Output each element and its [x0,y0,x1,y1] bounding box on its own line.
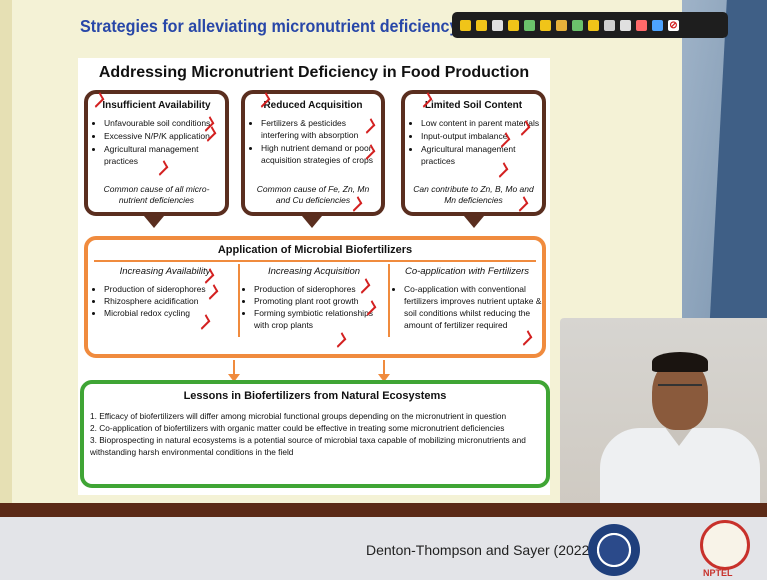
close-icon[interactable]: ⊘ [668,19,679,31]
list-item: 1. Efficacy of biofertilizers will diffe… [90,411,507,421]
shape-icon[interactable] [524,19,535,31]
lessons-title: Lessons in Biofertilizers from Natural E… [183,390,447,402]
footer-divider [0,503,767,517]
application-column-coapplication: Co-application with Fertilizers Co-appli… [392,264,542,331]
list-item: Production of siderophores [104,283,238,295]
lessons-list: 1. Efficacy of biofertilizers will diffe… [90,410,540,458]
list-item: Agricultural management practices [104,143,225,167]
undo-icon[interactable] [652,19,663,31]
column-heading: Co-application with Fertilizers [404,266,530,277]
slide-left-bar [0,0,12,505]
list-item: Co-application with conventional fertili… [404,283,542,331]
citation-text: Denton-Thompson and Sayer (2022) [366,542,595,558]
text-icon[interactable] [604,19,615,31]
divider [94,260,536,262]
list-item: Forming symbiotic relationships with cro… [254,307,386,331]
lessons-box: Lessons in Biofertilizers from Natural E… [80,380,550,488]
problem-note: Common cause of Fe, Zn, Mn and Cu defici… [256,184,370,205]
diagram-figure: Addressing Micronutrient Deficiency in F… [78,58,550,495]
nptel-logo-icon [700,520,750,570]
iit-logo-icon [588,524,640,576]
arrow-down-icon [228,360,240,382]
marker-icon[interactable] [540,19,551,31]
presenter-hair [652,352,708,372]
list-item: High nutrient demand or poor acquisition… [261,142,381,166]
list-item: Microbial redox cycling [104,307,238,319]
list-item: Production of siderophores [254,283,386,295]
figure-title: Addressing Micronutrient Deficiency in F… [98,64,530,81]
application-box: Application of Microbial Biofertilizers … [84,236,546,358]
column-heading: Increasing Availability [119,266,211,277]
application-column-acquisition: Increasing Acquisition Production of sid… [242,264,386,331]
list-item: Fertilizers & pesticides interfering wit… [261,117,381,141]
brush-icon[interactable] [556,19,567,31]
list-item: Promoting plant root growth [254,295,386,307]
list-item: Agricultural management practices [421,143,542,167]
presenter-webcam [560,318,767,505]
problem-heading: Reduced Acquisition [263,100,363,111]
application-column-availability: Increasing Availability Production of si… [92,264,238,319]
list-item: Input-output imbalance [421,130,542,142]
list-item: Unfavourable soil conditions [104,117,225,129]
problem-heading: Limited Soil Content [424,100,523,111]
problem-box-limited-soil-content: Limited Soil Content Low content in pare… [401,90,546,216]
problem-note: Common cause of all micro-nutrient defic… [103,184,210,205]
list-item: 2. Co-application of biofertilizers with… [90,423,505,433]
divider [238,264,240,337]
application-title: Application of Microbial Biofertilizers [217,244,413,256]
arrow-down-icon [378,360,390,382]
pencil-icon[interactable] [572,19,583,31]
pointer-icon[interactable] [460,19,471,31]
arrow-down-icon [144,216,164,228]
column-heading: Increasing Acquisition [267,266,361,277]
nptel-label: NPTEL [703,568,733,578]
problem-note: Can contribute to Zn, B, Mo and Mn defic… [413,184,534,205]
list-item: 3. Bioprospecting in natural ecosystems … [90,435,526,457]
problem-heading: Insufficient Availability [102,100,211,111]
pen-icon[interactable] [492,19,503,31]
problem-box-insufficient-availability: Insufficient Availability Unfavourable s… [84,90,229,216]
presenter-glasses [658,384,702,396]
line-icon[interactable] [588,19,599,31]
laser-icon[interactable] [620,19,631,31]
arrow-down-icon [464,216,484,228]
arrow-down-icon [302,216,322,228]
eraser-icon[interactable] [508,19,519,31]
list-item: Rhizosphere acidification [104,295,238,307]
divider [388,264,390,337]
color-icon[interactable] [636,19,647,31]
slide-title: Strategies for alleviating micronutrient… [80,16,506,36]
highlighter-icon[interactable] [476,19,487,31]
problem-box-reduced-acquisition: Reduced Acquisition Fertilizers & pestic… [241,90,385,216]
list-item: Low content in parent materials [421,117,542,129]
annotation-toolbar[interactable]: ⊘ [452,12,728,38]
list-item: Excessive N/P/K application [104,130,225,142]
